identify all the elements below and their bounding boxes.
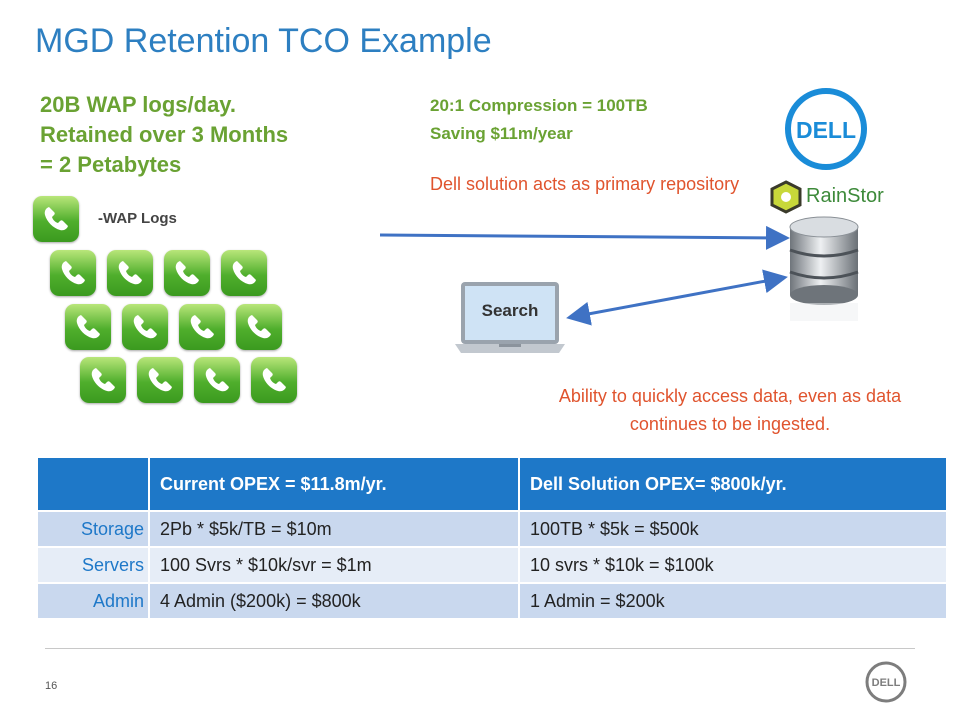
phone-icon [80,357,126,403]
phone-icon [179,304,225,350]
retention-summary: 20B WAP logs/day. Retained over 3 Months… [40,90,380,180]
table-cell: 2Pb * $5k/TB = $10m [150,510,520,546]
slide-title: MGD Retention TCO Example [35,22,492,60]
primary-repository-note: Dell solution acts as primary repository [430,174,740,194]
wap-logs-label: -WAP Logs [98,210,177,227]
phone-icon [50,250,96,296]
phone-icon [65,304,111,350]
row-label-storage: Storage [38,510,150,546]
dell-logo-text: DELL [796,117,856,143]
table-cell: 1 Admin = $200k [520,582,948,618]
database-icon [789,216,859,321]
table-header-current-opex: Current OPEX = $11.8m/yr. [150,458,520,510]
table-row: Admin 4 Admin ($200k) = $800k 1 Admin = … [38,582,948,618]
table-cell: 4 Admin ($200k) = $800k [150,582,520,618]
dell-logo: DELL [785,88,867,170]
table-header-empty [38,458,150,510]
phone-icon [137,357,183,403]
footer-divider [45,648,915,649]
row-label-admin: Admin [38,582,150,618]
compression-line-2: Saving $11m/year [430,124,573,143]
page-number: 16 [45,680,58,692]
phone-icon [236,304,282,350]
retention-line-1: 20B WAP logs/day. [40,92,237,117]
phone-icon [33,196,79,242]
phone-icon [251,357,297,403]
table-header-row: Current OPEX = $11.8m/yr. Dell Solution … [38,458,948,510]
query-arrow [566,269,788,326]
retention-line-2: Retained over 3 Months [40,122,289,147]
rainstor-logo-text: RainStor [806,185,884,207]
footer-dell-logo-text: DELL [872,677,901,689]
phone-icon [221,250,267,296]
retention-line-3: = 2 Petabytes [40,152,182,177]
table-cell: 100TB * $5k = $500k [520,510,948,546]
laptop-icon [455,282,565,353]
table-row: Servers 100 Svrs * $10k/svr = $1m 10 svr… [38,546,948,582]
table-cell: 10 svrs * $10k = $100k [520,546,948,582]
compression-line-1: 20:1 Compression = 100TB [430,96,648,115]
compression-summary: 20:1 Compression = 100TB Saving $11m/yea… [430,92,648,148]
table-row: Storage 2Pb * $5k/TB = $10m 100TB * $5k … [38,510,948,546]
table-header-dell-opex: Dell Solution OPEX= $800k/yr. [520,458,948,510]
table-cell: 100 Svrs * $10k/svr = $1m [150,546,520,582]
phone-icon [107,250,153,296]
phone-icon [194,357,240,403]
phone-icon [164,250,210,296]
row-label-servers: Servers [38,546,150,582]
search-label: Search [481,301,539,320]
ingest-arrow [379,225,790,250]
opex-comparison-table: Current OPEX = $11.8m/yr. Dell Solution … [38,458,948,618]
phone-icon [122,304,168,350]
access-data-note: Ability to quickly access data, even as … [558,386,902,434]
footer-dell-logo: DELL [865,661,907,703]
rainstor-hexagon-icon [770,180,802,214]
